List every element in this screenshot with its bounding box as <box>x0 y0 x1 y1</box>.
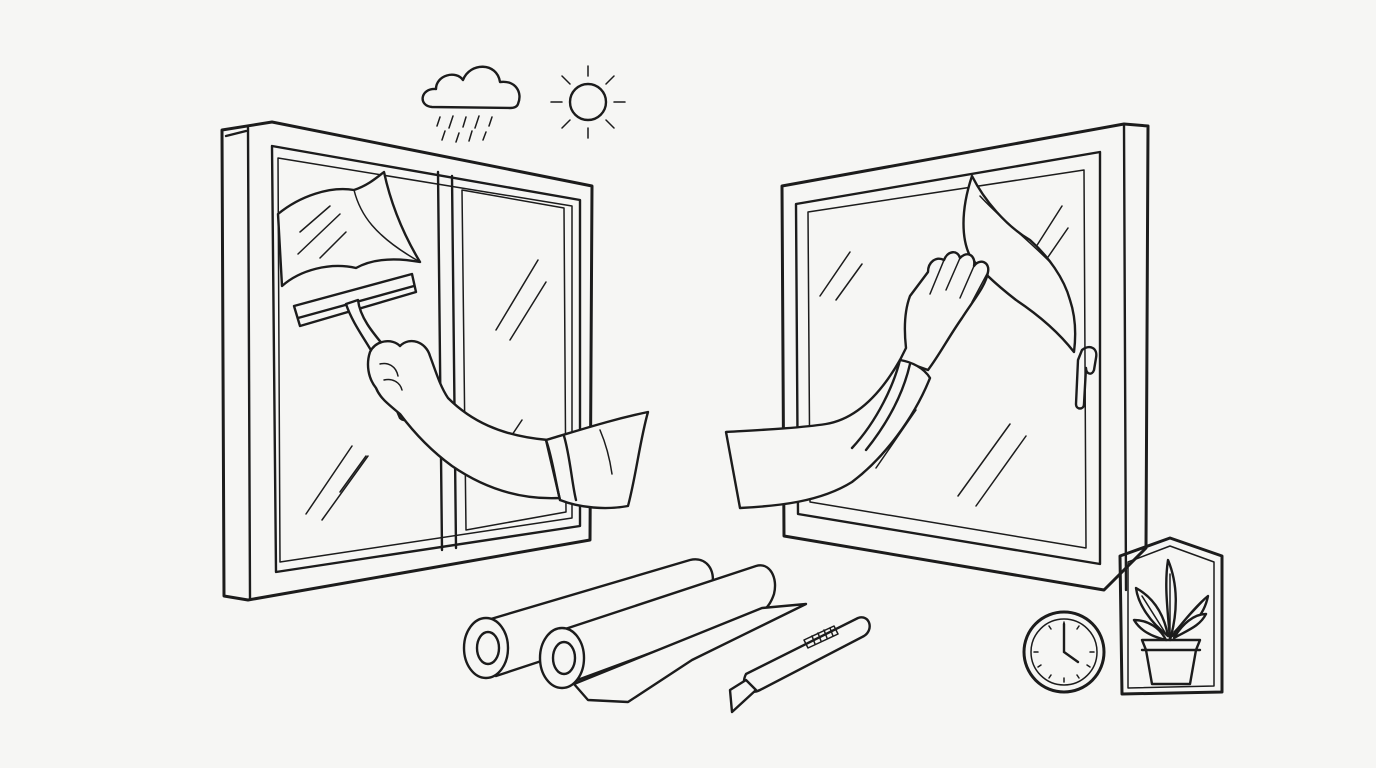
left-window <box>220 120 594 602</box>
left-film-peel <box>276 170 422 288</box>
right-window <box>780 122 1150 592</box>
potted-plant-icon <box>1118 536 1224 696</box>
rain-cloud-icon <box>421 65 521 143</box>
film-roll-icon <box>462 558 808 704</box>
sun-icon <box>550 65 626 139</box>
right-arm <box>724 251 990 510</box>
left-arm <box>366 339 650 510</box>
clock-icon <box>1022 610 1106 694</box>
utility-knife-icon <box>728 616 871 714</box>
